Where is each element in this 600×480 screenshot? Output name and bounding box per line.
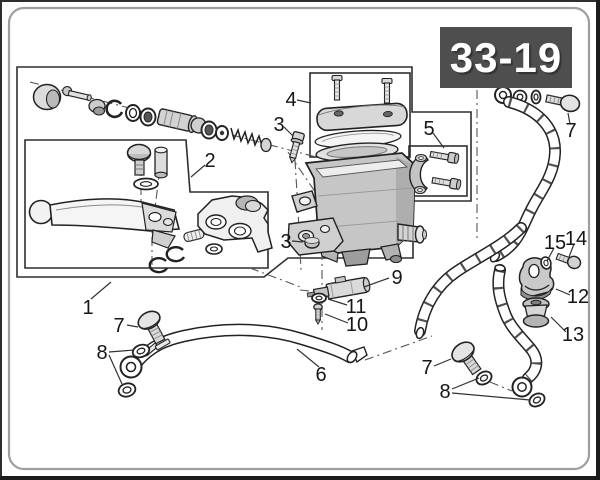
clamp-kit bbox=[409, 150, 462, 195]
nut-3-lower bbox=[304, 237, 320, 249]
lever-kit bbox=[28, 143, 273, 274]
callout-7b: 7 bbox=[421, 357, 432, 379]
rear-hose-upper bbox=[489, 86, 561, 263]
pivot-pin bbox=[154, 146, 168, 179]
brake-lever bbox=[28, 198, 181, 249]
reservoir-cap bbox=[316, 102, 408, 132]
leader-lines bbox=[90, 99, 575, 401]
clamp-screw-b bbox=[431, 176, 462, 190]
lever-bracket bbox=[197, 195, 273, 253]
callout-8a: 8 bbox=[96, 342, 107, 364]
cap-screw-a bbox=[331, 74, 343, 101]
callout-8b: 8 bbox=[439, 381, 450, 403]
sealing-washers-8-right bbox=[475, 370, 546, 408]
callout-2: 2 bbox=[204, 150, 215, 172]
screen-edge-right bbox=[596, 0, 600, 480]
washer-11 bbox=[311, 292, 327, 304]
callout-5: 5 bbox=[423, 118, 434, 140]
reservoir-kit bbox=[314, 74, 408, 162]
rear-hose-middle bbox=[414, 222, 527, 340]
callout-3b: 3 bbox=[280, 231, 291, 253]
bolt-14 bbox=[555, 252, 582, 270]
outlet-port bbox=[397, 223, 427, 244]
screen-edge-top bbox=[0, 0, 600, 2]
callout-3a: 3 bbox=[273, 114, 284, 136]
front-brake-hose-6 bbox=[119, 323, 368, 379]
callout-7c: 7 bbox=[565, 120, 576, 142]
callouts: 1 2 3 3 4 5 6 7 7 7 8 8 9 10 11 12 13 14… bbox=[82, 89, 589, 403]
banjo-bolt-7-top bbox=[545, 94, 581, 113]
callout-12: 12 bbox=[567, 286, 589, 308]
callout-11: 11 bbox=[346, 296, 367, 318]
piston bbox=[156, 108, 207, 134]
callout-14: 14 bbox=[565, 228, 587, 250]
brake-light-switch-9 bbox=[306, 275, 371, 300]
piston-spring bbox=[230, 127, 263, 148]
screen-edge-left bbox=[0, 0, 2, 480]
circlip-b bbox=[148, 257, 169, 274]
callout-13: 13 bbox=[562, 324, 584, 346]
rear-hose-lower bbox=[492, 264, 543, 398]
circlip-a bbox=[165, 246, 186, 263]
page-code: 33-19 bbox=[449, 33, 563, 81]
banjo-bolt-7-left bbox=[137, 310, 166, 345]
callout-1: 1 bbox=[82, 297, 93, 319]
master-cylinder bbox=[287, 152, 427, 267]
sealing-washers-8-left bbox=[117, 343, 151, 398]
screen-edge-bottom bbox=[0, 476, 600, 480]
push-rod bbox=[62, 85, 92, 102]
circlip bbox=[105, 99, 124, 119]
lever-kit-box-2 bbox=[24, 139, 269, 269]
callout-7a: 7 bbox=[113, 315, 124, 337]
screw-3-upper bbox=[288, 131, 305, 164]
piston-kit bbox=[32, 83, 272, 153]
callout-4: 4 bbox=[285, 89, 296, 111]
page-code-badge: 33-19 bbox=[440, 27, 572, 88]
page-border bbox=[7, 6, 591, 471]
callout-15: 15 bbox=[544, 232, 566, 254]
grommet-13 bbox=[522, 297, 550, 328]
adjuster-knob bbox=[126, 143, 152, 176]
banjo-bolt-7-right bbox=[451, 341, 482, 376]
callout-10: 10 bbox=[346, 314, 368, 336]
cap-screw-b bbox=[381, 77, 393, 104]
washer-15 bbox=[540, 256, 552, 270]
callout-6: 6 bbox=[315, 364, 326, 386]
callout-9: 9 bbox=[391, 267, 402, 289]
screw-10 bbox=[313, 303, 323, 326]
clamp-screw-a bbox=[429, 150, 460, 164]
